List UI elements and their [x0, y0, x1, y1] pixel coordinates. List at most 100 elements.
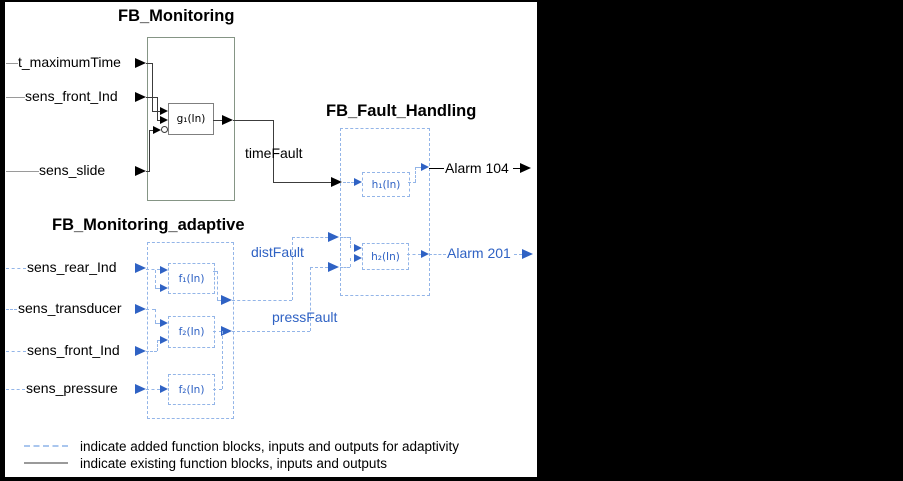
- wire: [429, 168, 444, 169]
- wire: [149, 130, 150, 171]
- wire: [408, 182, 416, 183]
- signal-label-pressfault: pressFault: [272, 309, 338, 325]
- wire: [152, 111, 160, 112]
- wire: [146, 269, 160, 270]
- arrowhead: [331, 177, 342, 187]
- f2-block-label: f₂(In): [178, 326, 205, 338]
- wire: [146, 97, 157, 98]
- negation-circle-icon: [161, 126, 168, 133]
- wire: [407, 254, 421, 255]
- wire: [157, 120, 161, 121]
- h1-block: h₁(In): [362, 172, 410, 197]
- wire: [157, 340, 158, 351]
- output-label-alarm-104: Alarm 104: [445, 160, 509, 176]
- h2-block: h₂(In): [362, 243, 409, 270]
- lead-line: [6, 351, 26, 352]
- wire: [350, 237, 351, 248]
- arrowhead: [135, 92, 146, 102]
- arrowhead: [421, 163, 429, 171]
- h1-block-label: h₁(In): [371, 178, 401, 191]
- input-label-sens-rear-ind: sens_rear_Ind: [27, 259, 117, 275]
- arrowhead: [160, 266, 168, 274]
- fb-monitoring-title: FB_Monitoring: [118, 7, 235, 25]
- input-label-sens-front-ind: sens_front_Ind: [25, 88, 118, 104]
- arrowhead: [135, 58, 146, 68]
- lead-line: [6, 309, 17, 310]
- f3-block: f₂(In): [168, 374, 215, 405]
- wire: [217, 300, 222, 301]
- wire: [155, 288, 160, 289]
- fb-fault-handling-box: [340, 128, 430, 296]
- wire: [146, 351, 157, 352]
- wire: [213, 120, 223, 121]
- arrowhead: [135, 304, 146, 314]
- g1-block: g₁(In): [168, 103, 214, 135]
- wire: [310, 267, 311, 331]
- arrowhead: [160, 107, 168, 115]
- wire: [157, 340, 160, 341]
- wire: [152, 63, 153, 111]
- wire: [429, 254, 446, 255]
- arrowhead: [160, 319, 168, 327]
- wire: [155, 309, 156, 323]
- f1-block-label: f₁(In): [178, 272, 205, 285]
- wire: [350, 258, 351, 267]
- arrowhead: [354, 254, 362, 262]
- fb-monitoring-adaptive-box: [147, 242, 234, 419]
- wire: [157, 97, 158, 120]
- wire: [213, 389, 222, 390]
- wire: [310, 267, 328, 268]
- wire: [146, 63, 153, 64]
- wire: [340, 267, 350, 268]
- wire: [146, 389, 160, 390]
- legend-existing-text: indicate existing function blocks, input…: [80, 456, 387, 471]
- lead-line: [6, 268, 26, 269]
- legend-solid-line-sample: [24, 462, 68, 464]
- legend-dashed-line-sample: [24, 445, 68, 447]
- arrowhead: [160, 336, 168, 344]
- input-label-sens-transducer: sens_transducer: [18, 300, 122, 316]
- arrowhead: [135, 384, 146, 394]
- wire: [232, 300, 292, 301]
- wire: [222, 331, 223, 389]
- arrowhead: [354, 244, 362, 252]
- wire: [146, 171, 150, 172]
- arrowhead: [135, 263, 146, 273]
- arrowhead: [222, 115, 233, 125]
- arrowhead: [221, 326, 232, 336]
- diagram-background: [5, 2, 537, 477]
- wire: [217, 271, 218, 300]
- signal-label-timefault: timeFault: [245, 145, 303, 161]
- output-label-alarm-201: Alarm 201: [447, 245, 511, 261]
- lead-line: [6, 97, 25, 98]
- fb-monitoring-adaptive-title: FB_Monitoring_adaptive: [52, 216, 245, 234]
- h2-block-label: h₂(In): [371, 250, 400, 263]
- wire: [513, 168, 520, 169]
- wire: [213, 271, 218, 272]
- arrowhead: [421, 250, 429, 258]
- input-label-sens-slide: sens_slide: [39, 162, 106, 178]
- wire: [343, 182, 354, 183]
- arrowhead: [354, 178, 362, 186]
- arrowhead: [328, 262, 339, 272]
- wire: [415, 167, 416, 182]
- lead-line: [6, 389, 25, 390]
- arrowhead: [135, 346, 146, 356]
- arrowhead: [221, 295, 232, 305]
- wire: [149, 130, 154, 131]
- wire: [155, 323, 160, 324]
- wire: [514, 254, 522, 255]
- wire: [340, 237, 350, 238]
- legend-added-text: indicate added function blocks, inputs a…: [80, 439, 459, 454]
- input-label-sens-front-ind-2: sens_front_Ind: [27, 342, 120, 358]
- arrowhead: [160, 284, 168, 292]
- input-label-sens-pressure: sens_pressure: [26, 380, 118, 396]
- fb-monitoring-box: [147, 37, 235, 201]
- f1-block: f₁(In): [168, 263, 215, 294]
- wire: [292, 237, 293, 300]
- wire: [273, 182, 332, 183]
- arrowhead: [328, 232, 339, 242]
- f2-block: f₂(In): [168, 316, 215, 348]
- lead-line: [6, 171, 39, 172]
